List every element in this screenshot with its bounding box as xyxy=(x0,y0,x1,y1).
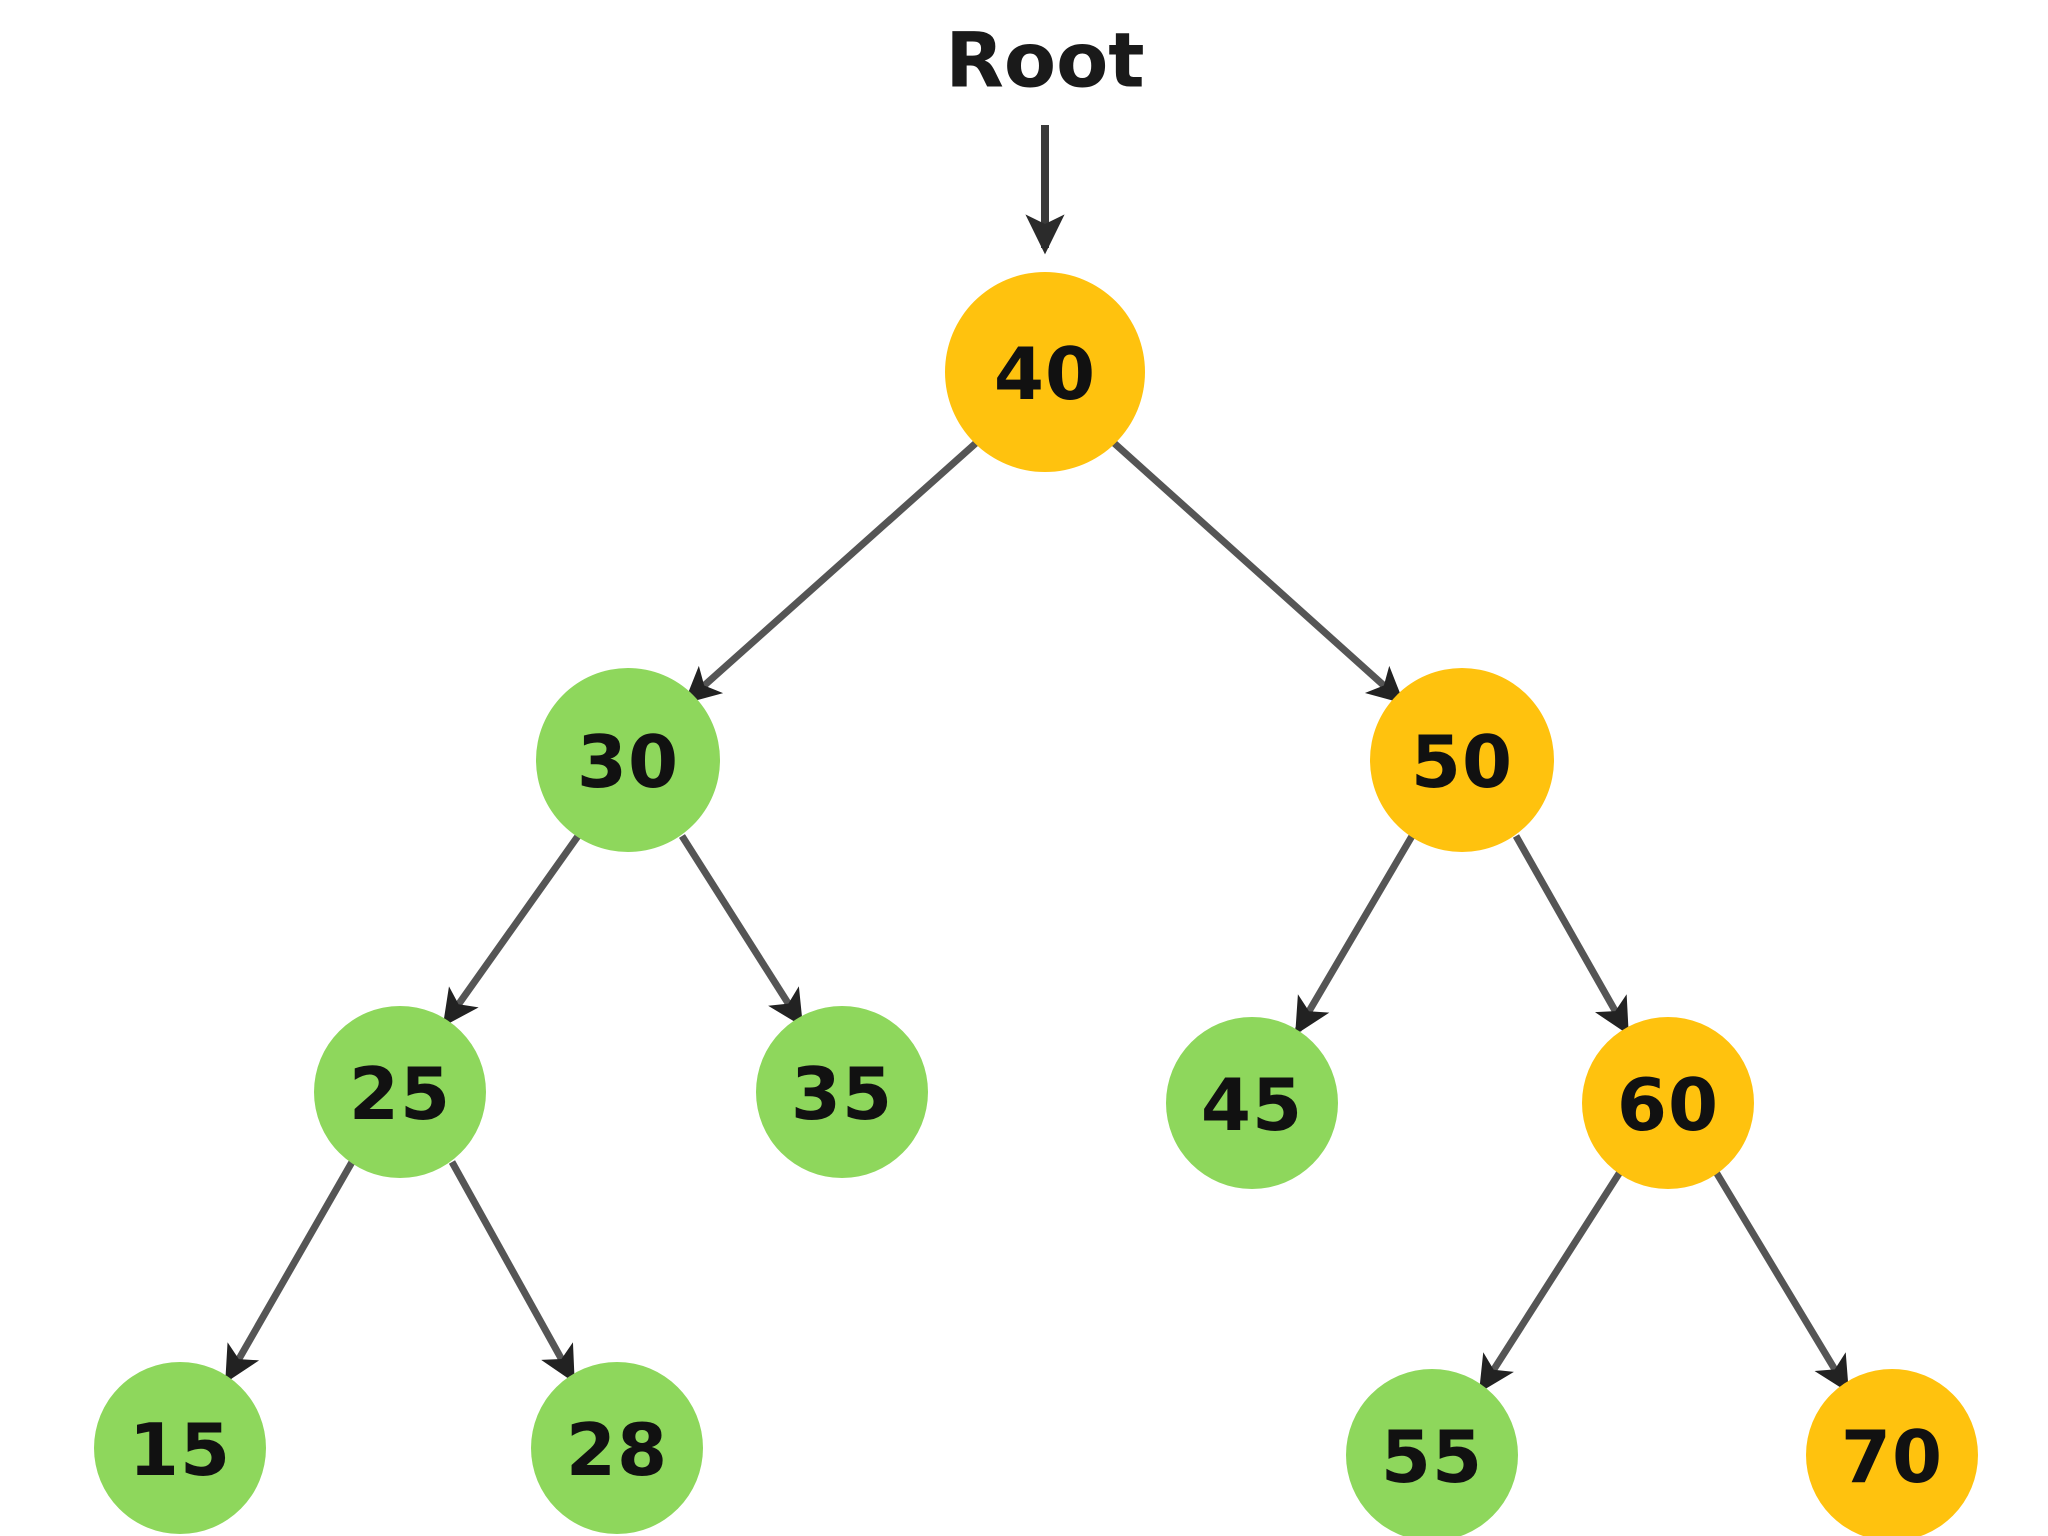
node-value-25: 25 xyxy=(349,1052,451,1136)
tree-edge-50-to-60 xyxy=(1512,834,1630,1035)
tree-edge-25-to-15 xyxy=(224,1160,356,1383)
tree-edge-25-to-28 xyxy=(448,1160,576,1383)
node-value-70: 70 xyxy=(1841,1415,1943,1499)
tree-edge-60-to-70 xyxy=(1713,1170,1849,1393)
root-caption-label: Root xyxy=(945,16,1144,105)
tree-edge-40-to-30 xyxy=(683,440,979,704)
node-circle-60[interactable] xyxy=(1582,1017,1754,1189)
edge-layer xyxy=(224,440,1849,1393)
tree-node-45[interactable]: 45 xyxy=(1166,1017,1338,1189)
node-circle-25[interactable] xyxy=(314,1006,486,1178)
tree-edge-50-to-45 xyxy=(1294,834,1416,1035)
node-value-15: 15 xyxy=(129,1408,231,1492)
tree-node-40[interactable]: 40 xyxy=(945,272,1145,472)
node-circle-50[interactable] xyxy=(1370,668,1554,852)
node-value-28: 28 xyxy=(566,1408,668,1492)
node-value-50: 50 xyxy=(1411,720,1513,804)
tree-edge-30-to-35 xyxy=(679,834,803,1027)
node-circle-70[interactable] xyxy=(1806,1369,1978,1536)
tree-node-50[interactable]: 50 xyxy=(1370,668,1554,852)
tree-edge-60-to-55 xyxy=(1478,1170,1623,1393)
node-circle-55[interactable] xyxy=(1346,1369,1518,1536)
node-layer: 40 30 50 25 35 45 60 15 28 55 70 xyxy=(94,272,1978,1536)
node-value-45: 45 xyxy=(1201,1063,1303,1147)
node-circle-35[interactable] xyxy=(756,1006,928,1178)
tree-node-25[interactable]: 25 xyxy=(314,1006,486,1178)
tree-node-15[interactable]: 15 xyxy=(94,1362,266,1534)
node-value-55: 55 xyxy=(1381,1415,1483,1499)
node-value-30: 30 xyxy=(577,720,679,804)
tree-edge-30-to-25 xyxy=(442,833,581,1027)
node-circle-15[interactable] xyxy=(94,1362,266,1534)
tree-node-60[interactable]: 60 xyxy=(1582,1017,1754,1189)
node-circle-30[interactable] xyxy=(536,668,720,852)
node-value-40: 40 xyxy=(994,332,1096,416)
tree-node-28[interactable]: 28 xyxy=(531,1362,703,1534)
tree-edge-40-to-50 xyxy=(1111,440,1405,704)
node-value-60: 60 xyxy=(1617,1063,1719,1147)
node-circle-28[interactable] xyxy=(531,1362,703,1534)
tree-node-70[interactable]: 70 xyxy=(1806,1369,1978,1536)
tree-node-35[interactable]: 35 xyxy=(756,1006,928,1178)
node-value-35: 35 xyxy=(791,1052,893,1136)
tree-node-55[interactable]: 55 xyxy=(1346,1369,1518,1536)
node-circle-40[interactable] xyxy=(945,272,1145,472)
node-circle-45[interactable] xyxy=(1166,1017,1338,1189)
tree-node-30[interactable]: 30 xyxy=(536,668,720,852)
